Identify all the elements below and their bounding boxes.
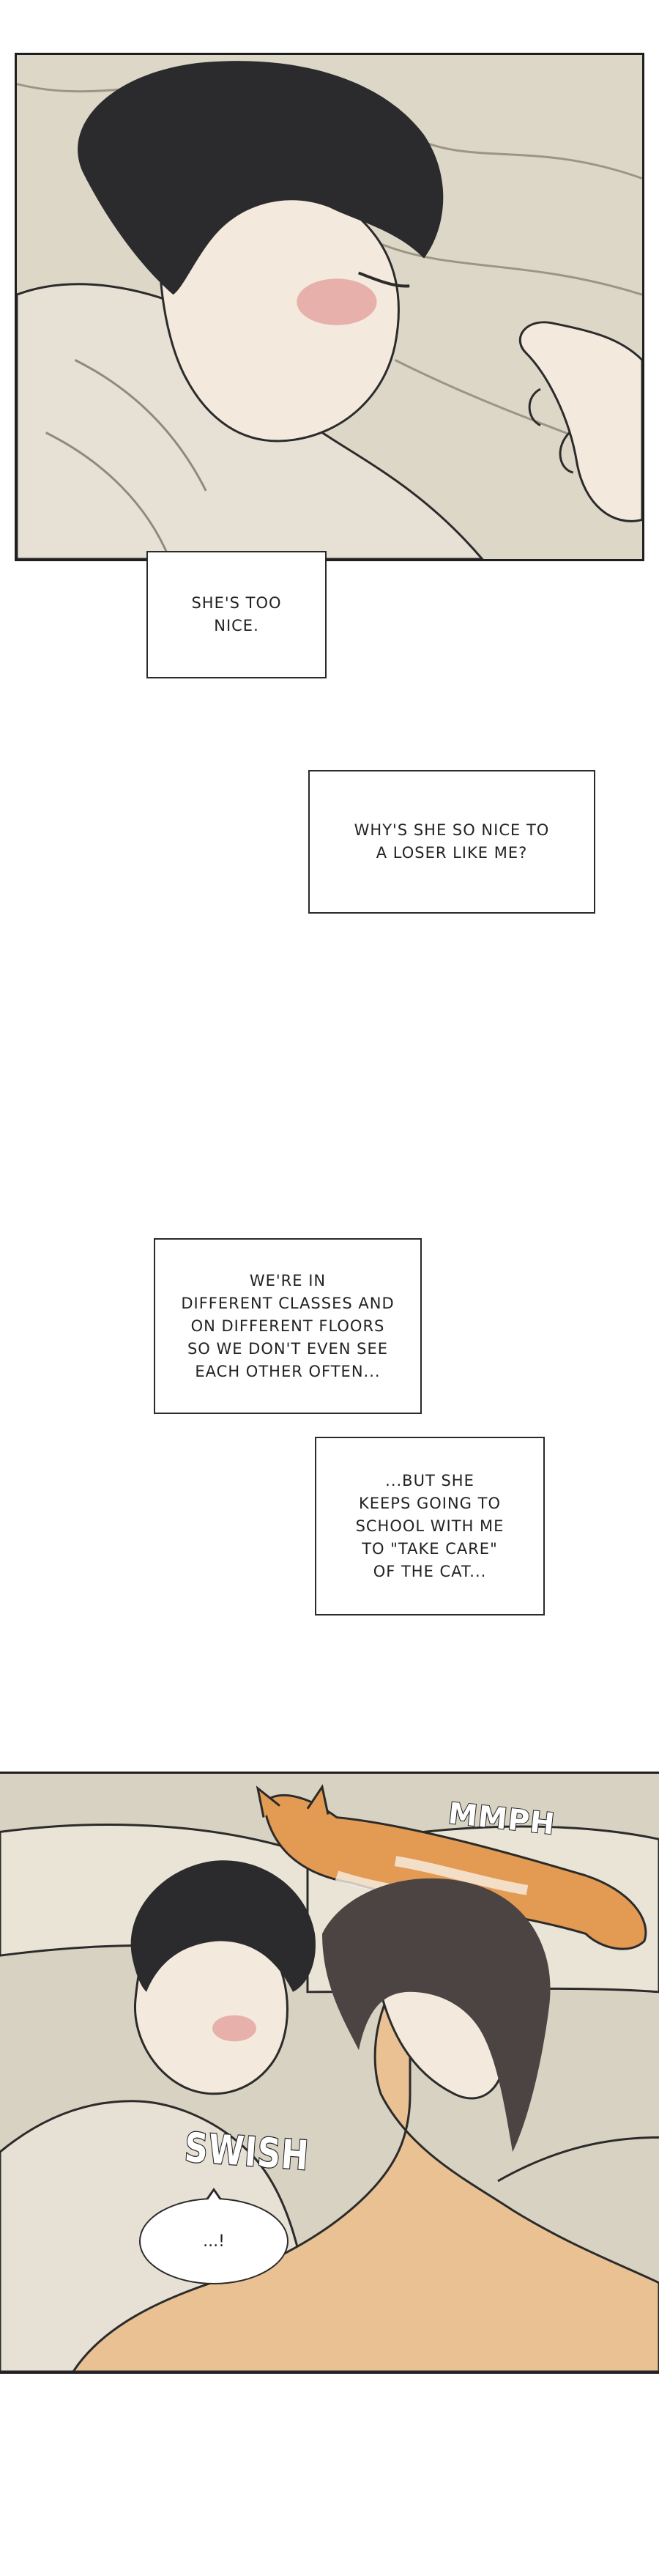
panel-2-illustration — [0, 1774, 659, 2372]
speech-text: ...! — [203, 2232, 225, 2251]
fingers — [528, 388, 574, 474]
panel-hug-with-cat — [0, 1772, 659, 2374]
caption-different-classes: WE'RE IN DIFFERENT CLASSES AND ON DIFFER… — [154, 1238, 422, 1414]
boy-hair — [130, 1860, 316, 1992]
girl-hand — [518, 321, 642, 522]
caption-too-nice: SHE'S TOO NICE. — [146, 551, 327, 678]
shirt-folds — [45, 359, 207, 559]
cat-ears — [256, 1784, 330, 1818]
boy-blush — [212, 2015, 256, 2042]
blush — [297, 278, 377, 325]
caption-why-so-nice: WHY'S SHE SO NICE TO A LOSER LIKE ME? — [308, 770, 595, 914]
panel-boy-in-bed — [15, 53, 644, 561]
caption-take-care-cat: ...BUT SHE KEEPS GOING TO SCHOOL WITH ME… — [315, 1437, 545, 1615]
panel-1-illustration — [17, 55, 642, 559]
speech-bubble-tail-inner — [206, 2191, 222, 2203]
sound-effect-swish: SWISH — [182, 2124, 311, 2181]
girl-sweater — [72, 1960, 659, 2372]
speech-bubble: ...! — [139, 2198, 288, 2284]
girl-hair — [322, 1878, 551, 2153]
closed-eye — [357, 271, 410, 288]
boy-hair — [78, 61, 444, 295]
motion-lines — [497, 2136, 659, 2183]
